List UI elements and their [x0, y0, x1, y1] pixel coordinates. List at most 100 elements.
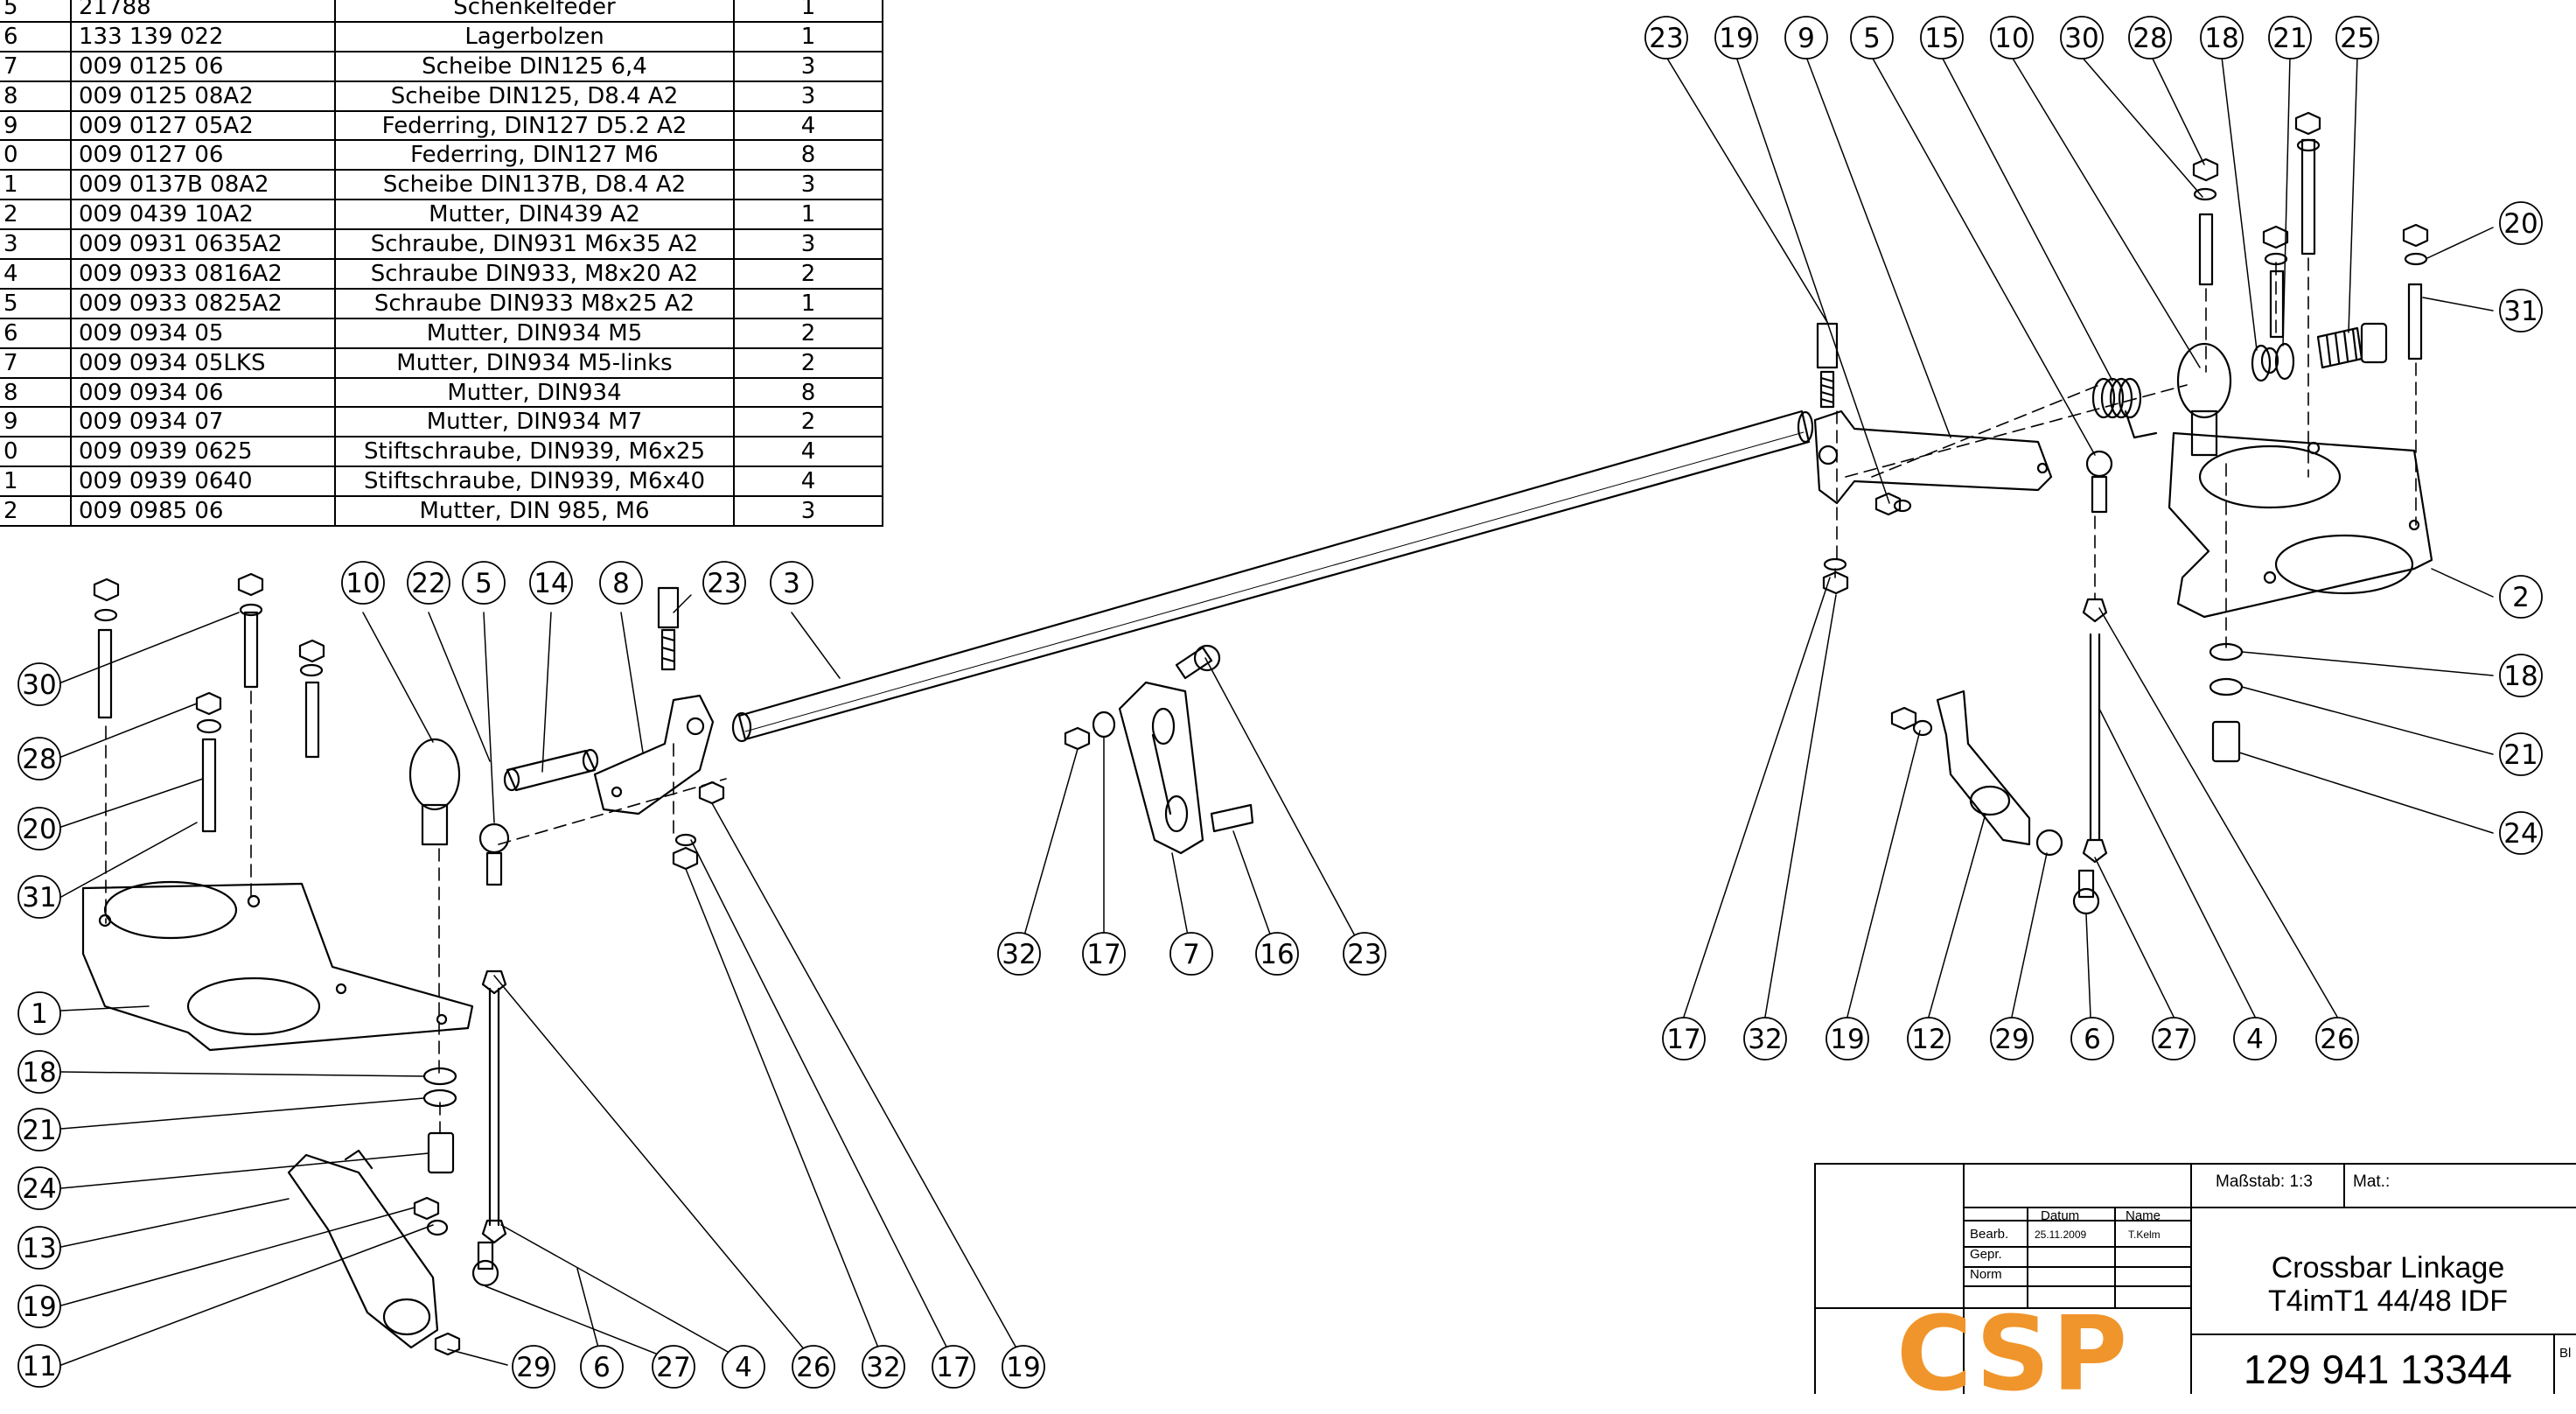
- part-quantity-cell: 3: [733, 169, 883, 201]
- csp-logo: CSP: [1896, 1293, 2130, 1414]
- item-balloon: 32: [997, 932, 1041, 976]
- balloon-label: 6: [2084, 1024, 2101, 1055]
- balloon-label: 24: [22, 1173, 56, 1205]
- balloon-circle: [1644, 16, 1688, 60]
- balloon-label: 7: [1183, 939, 1200, 970]
- part-quantity-cell: 3: [733, 50, 883, 82]
- balloon-circle: [2200, 16, 2244, 60]
- balloon-label: 4: [2246, 1024, 2264, 1055]
- item-balloon: 5: [462, 561, 506, 605]
- balloon-circle: [2128, 16, 2172, 60]
- part-position-cell: 7: [0, 50, 72, 82]
- part-description-cell: Mutter, DIN934 M7: [334, 406, 735, 438]
- part-position-cell: 0: [0, 436, 72, 468]
- item-balloon: 4: [2233, 1017, 2277, 1060]
- item-balloon: 10: [1990, 16, 2034, 60]
- balloon-label: 22: [411, 568, 445, 599]
- balloon-circle: [1826, 1017, 1869, 1060]
- part-number-cell: 009 0939 0640: [70, 466, 336, 498]
- item-balloon: 23: [702, 561, 746, 605]
- balloon-label: 3: [783, 568, 800, 599]
- item-balloon: 32: [1743, 1017, 1787, 1060]
- part-quantity-cell: 2: [733, 317, 883, 349]
- balloon-label: 19: [1006, 1352, 1040, 1383]
- part-description-cell: Mutter, DIN934: [334, 376, 735, 409]
- balloon-circle: [1662, 1017, 1706, 1060]
- part-number-cell: 009 0439 10A2: [70, 199, 336, 231]
- item-balloon: 22: [407, 561, 450, 605]
- part-description-cell: Scheibe DIN125, D8.4 A2: [334, 80, 735, 112]
- part-number-cell: 009 0934 05: [70, 317, 336, 349]
- balloon-label: 32: [1748, 1024, 1782, 1055]
- balloon-circle: [792, 1345, 835, 1389]
- drawing-title-line2: T4imT1 44/48 IDF: [2268, 1284, 2508, 1318]
- title-block: Maßstab: 1:3 Mat.: Datum Name Bearb. 25.…: [1815, 1164, 2576, 1414]
- part-quantity-cell: 4: [733, 436, 883, 468]
- part-number-cell: 009 0127 05A2: [70, 109, 336, 142]
- part-position-cell: 7: [0, 346, 72, 379]
- balloon-label: 31: [22, 882, 56, 914]
- item-balloon: 20: [17, 807, 61, 850]
- part-description-cell: Mutter, DIN934 M5: [334, 317, 735, 349]
- balloon-label: 23: [707, 568, 741, 599]
- part-quantity-cell: 1: [733, 0, 883, 23]
- balloon-label: 5: [1863, 23, 1881, 54]
- balloon-circle: [2499, 811, 2543, 855]
- balloon-circle: [2499, 732, 2543, 776]
- item-balloon: 24: [17, 1166, 61, 1210]
- part-number-cell: 009 0127 06: [70, 139, 336, 172]
- balloon-circle: [2233, 1017, 2277, 1060]
- balloon-label: 31: [2503, 296, 2538, 327]
- balloon-label: 20: [2503, 208, 2538, 240]
- part-position-cell: 1: [0, 169, 72, 201]
- part-description-cell: Mutter, DIN439 A2: [334, 199, 735, 231]
- balloon-label: 21: [2272, 23, 2307, 54]
- item-balloon: 23: [1644, 16, 1688, 60]
- balloon-label: 25: [2340, 23, 2374, 54]
- item-balloon: 6: [2070, 1017, 2114, 1060]
- item-balloon: 20: [2499, 201, 2543, 245]
- balloon-circle: [702, 561, 746, 605]
- part-quantity-cell: 8: [733, 376, 883, 409]
- part-position-cell: 5: [0, 287, 72, 319]
- balloon-circle: [2070, 1017, 2114, 1060]
- balloon-circle: [1743, 1017, 1787, 1060]
- balloon-circle: [1169, 932, 1213, 976]
- item-balloon: 24: [2499, 811, 2543, 855]
- balloon-label: 2: [2512, 582, 2530, 613]
- item-balloon: 18: [2499, 654, 2543, 697]
- balloon-label: 10: [346, 568, 380, 599]
- item-balloon: 21: [2499, 732, 2543, 776]
- part-number-cell: 009 0125 08A2: [70, 80, 336, 112]
- crossbar-rod: [731, 410, 1814, 743]
- item-balloon: 10: [341, 561, 385, 605]
- part-number-cell: 009 0939 0625: [70, 436, 336, 468]
- balloon-circle: [17, 875, 61, 919]
- balloon-label: 19: [22, 1292, 56, 1323]
- balloon-label: 18: [2503, 661, 2538, 692]
- title-block-frame: [1814, 1163, 2576, 1394]
- item-balloon: 29: [1990, 1017, 2034, 1060]
- item-balloon: 14: [529, 561, 573, 605]
- balloon-circle: [1255, 932, 1299, 976]
- part-quantity-cell: 4: [733, 466, 883, 498]
- balloon-label: 28: [22, 744, 56, 775]
- leader-lines: [60, 56, 2494, 1366]
- item-balloon: 15: [1920, 16, 1964, 60]
- balloon-label: 26: [796, 1352, 830, 1383]
- balloon-label: 21: [2503, 739, 2538, 771]
- balloon-label: 26: [2320, 1024, 2354, 1055]
- balloon-circle: [17, 991, 61, 1035]
- part-number-cell: 009 0934 05LKS: [70, 346, 336, 379]
- balloon-circle: [2152, 1017, 2196, 1060]
- part-description-cell: Lagerbolzen: [334, 20, 735, 52]
- part-quantity-cell: 3: [733, 495, 883, 528]
